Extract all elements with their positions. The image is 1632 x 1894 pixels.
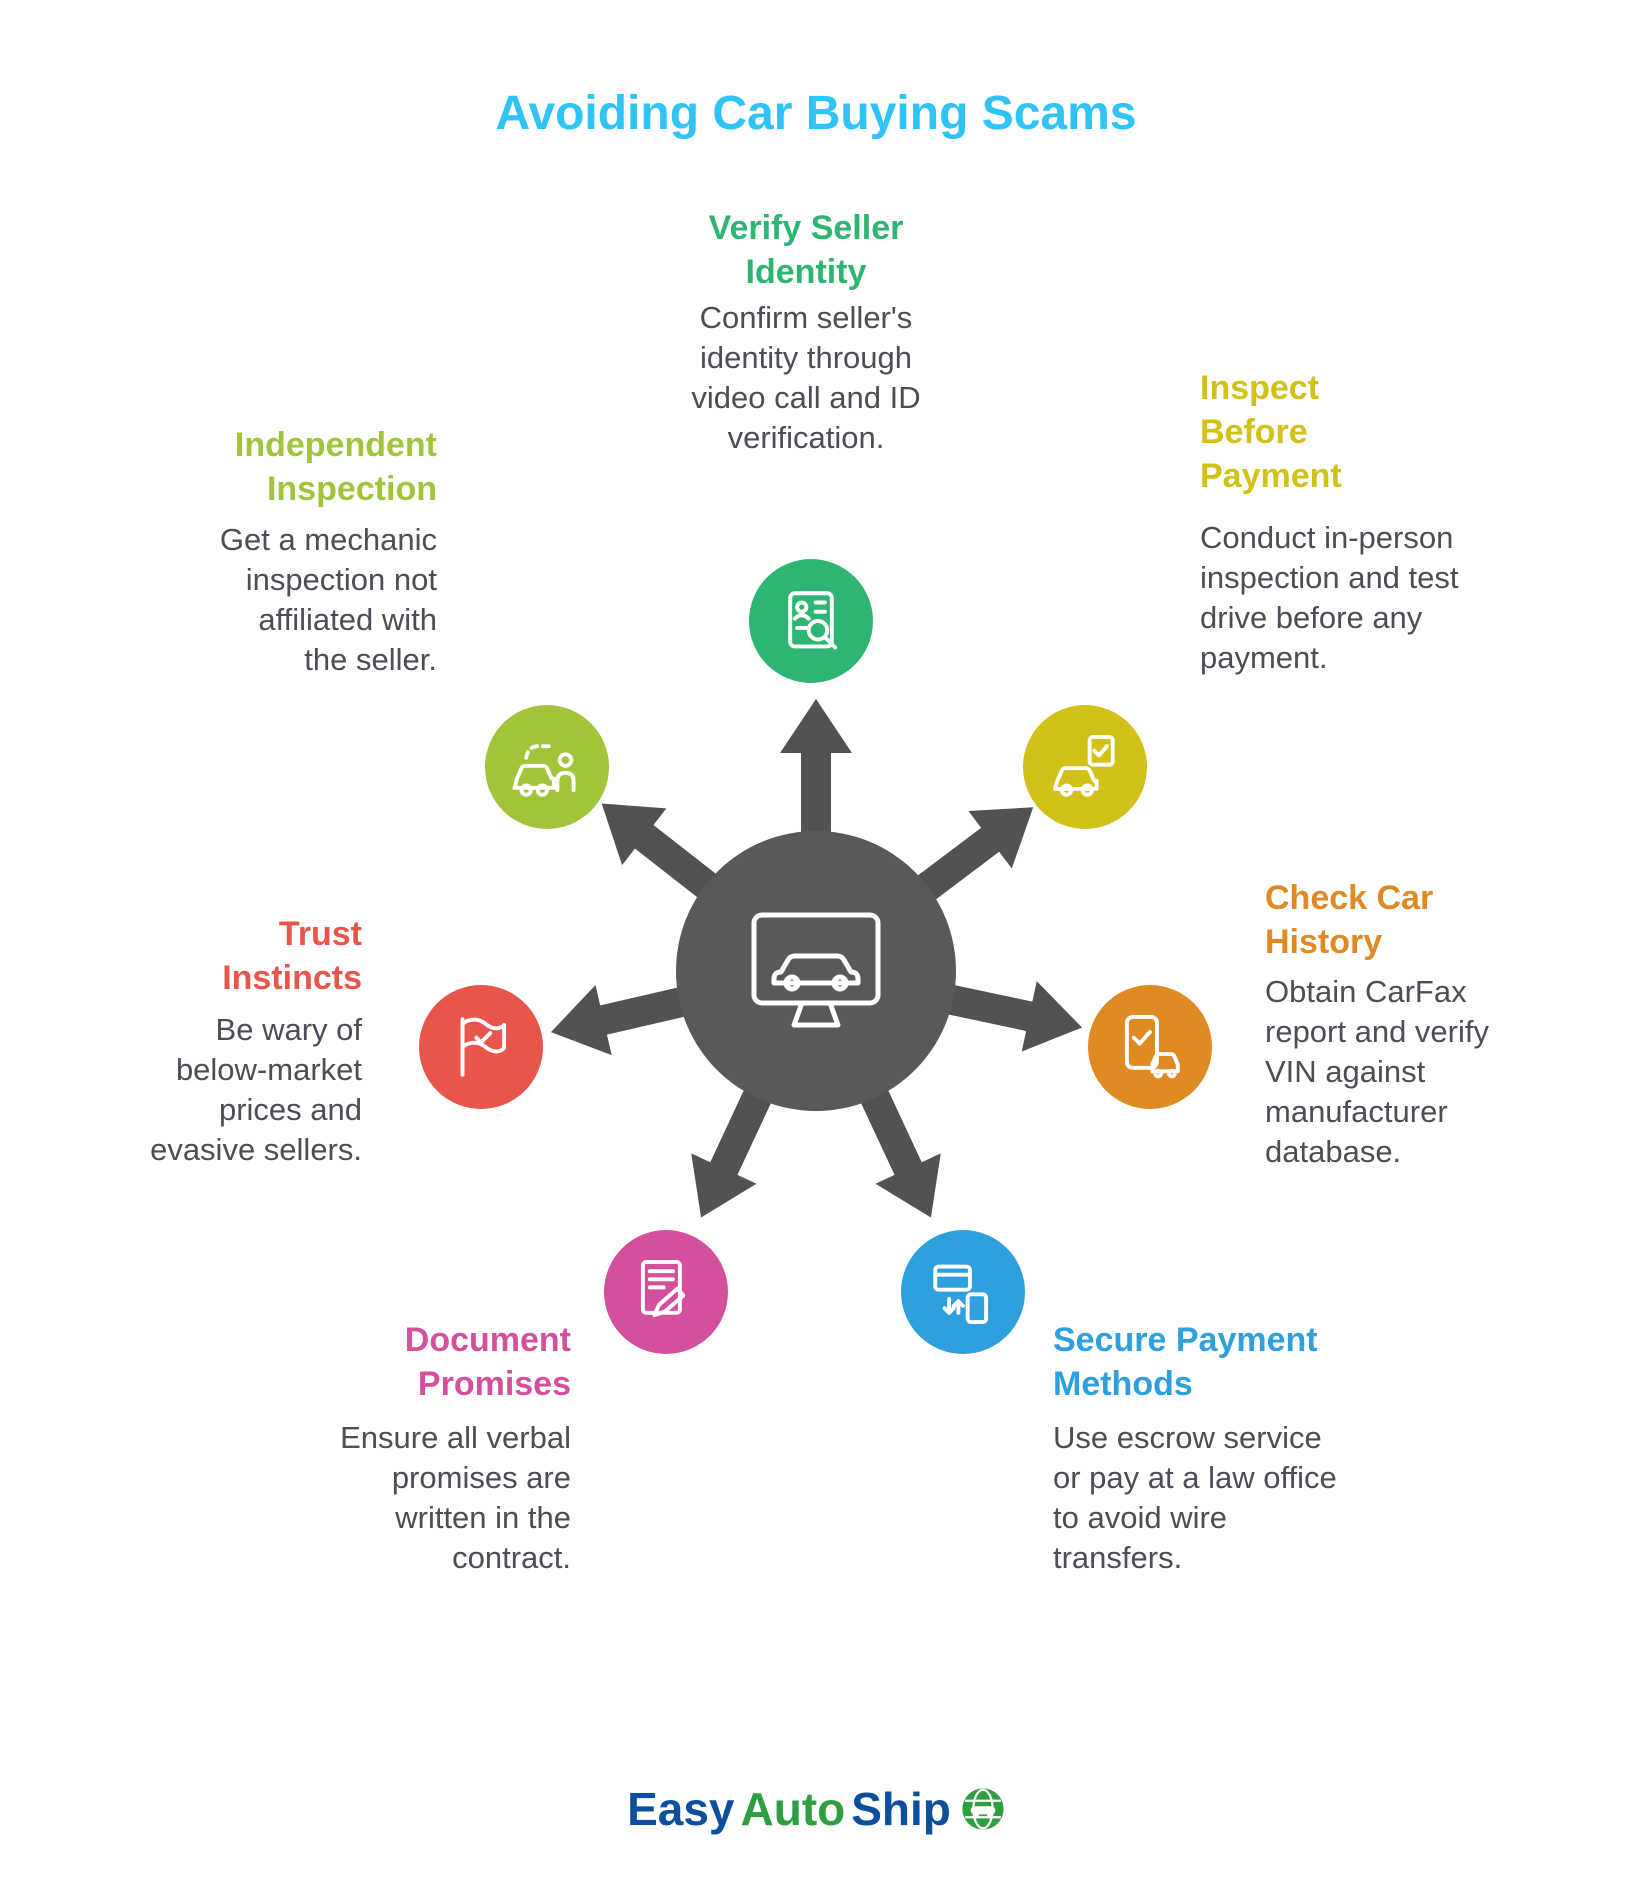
flag-check-icon xyxy=(419,985,543,1109)
node-description: Ensure all verbal promises are written i… xyxy=(340,1420,571,1575)
hub-circle xyxy=(676,831,956,1111)
arrow-up-icon xyxy=(780,699,852,871)
node-heading: Secure Payment Methods xyxy=(1053,1321,1318,1403)
node-heading: Inspect Before Payment xyxy=(1200,369,1342,495)
id-search-icon xyxy=(749,559,873,683)
node-heading: Trust Instincts xyxy=(222,915,362,997)
node-description: Conduct in-person inspection and test dr… xyxy=(1200,520,1459,675)
globe-car-icon xyxy=(962,1788,1004,1830)
node-heading: Independent Inspection xyxy=(234,426,437,508)
car-checklist-icon xyxy=(1023,705,1147,829)
brand-easy: Easy xyxy=(627,1783,735,1835)
node-description: Obtain CarFax report and verify VIN agai… xyxy=(1265,974,1489,1169)
phone-car-check-icon xyxy=(1088,985,1212,1109)
node-heading: Verify Seller Identity xyxy=(708,209,904,291)
node-heading: Document Promises xyxy=(404,1321,571,1403)
node-heading: Check Car History xyxy=(1265,879,1434,961)
brand-ship: Ship xyxy=(851,1783,951,1835)
car-mechanic-icon xyxy=(485,705,609,829)
node-description: Get a mechanic inspection not affiliated… xyxy=(219,522,437,677)
node-description: Use escrow service or pay at a law offic… xyxy=(1053,1420,1337,1575)
card-transfer-icon xyxy=(901,1230,1025,1354)
page-title: Avoiding Car Buying Scams xyxy=(495,87,1137,140)
brand-auto: Auto xyxy=(740,1783,846,1835)
node-description: Confirm seller's identity through video … xyxy=(691,300,921,455)
contract-signing-icon xyxy=(604,1230,728,1354)
computer-car-icon xyxy=(751,912,881,1028)
radial-hub-diagram xyxy=(550,699,1083,1218)
node-description: Be wary of below-market prices and evasi… xyxy=(150,1012,362,1167)
